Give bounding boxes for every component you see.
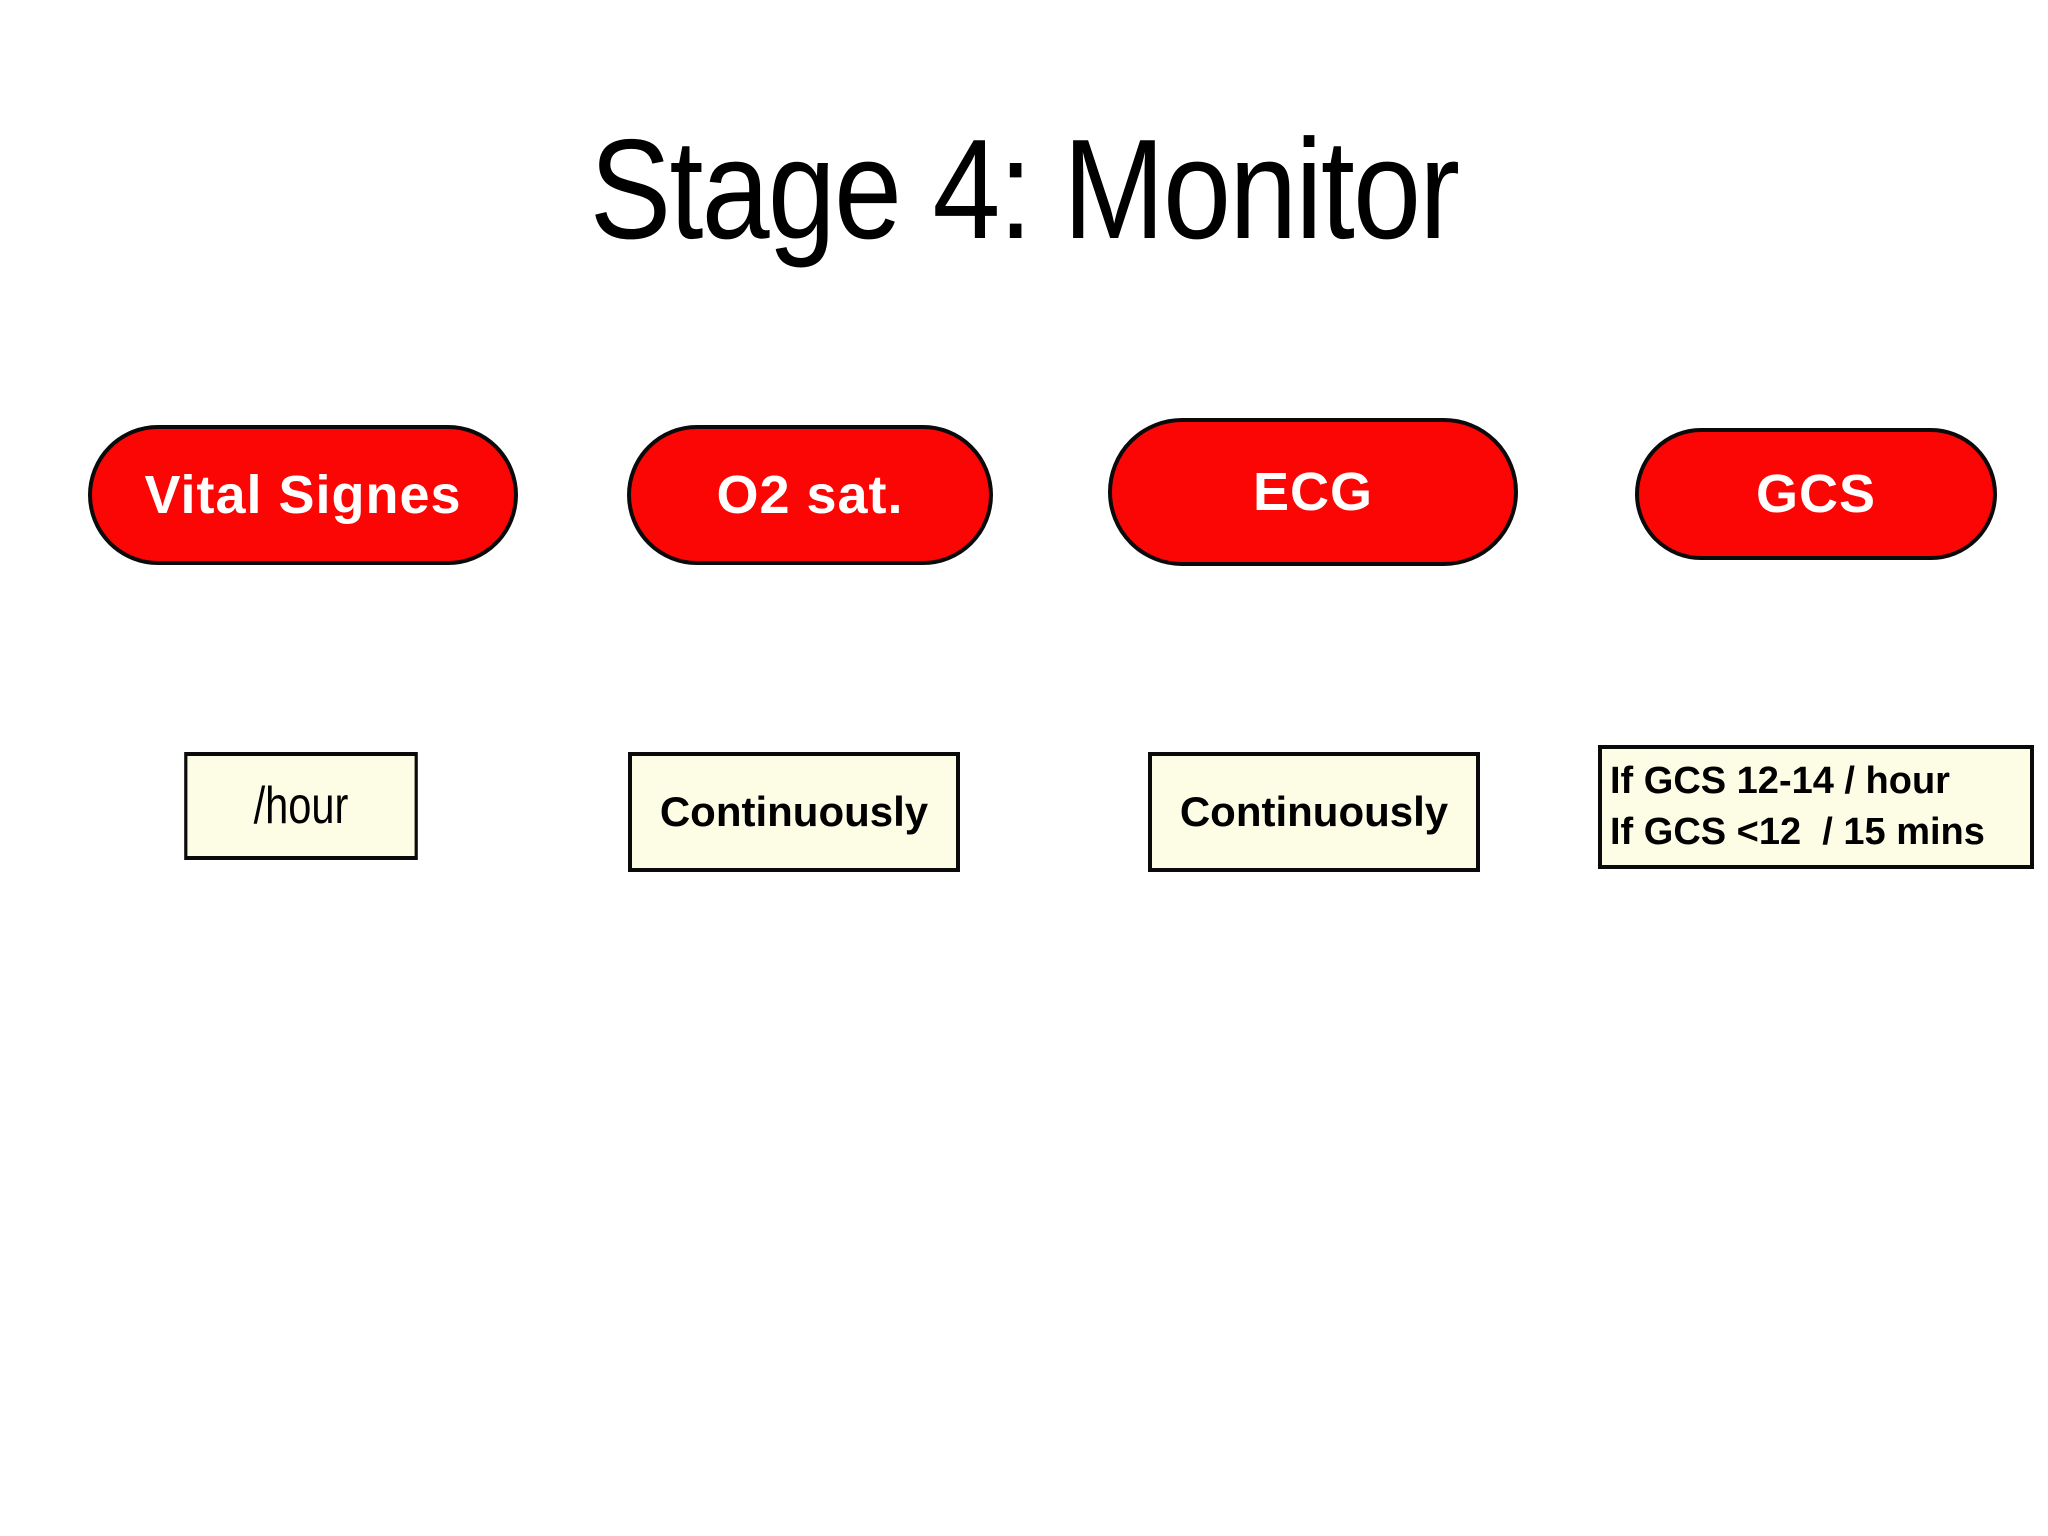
pill-gcs: GCS <box>1635 428 1997 560</box>
note-gcs-frequency-line-1: If GCS 12-14 / hour <box>1610 759 1950 802</box>
note-o2-sat-frequency: Continuously <box>628 752 960 872</box>
pill-gcs-label: GCS <box>1755 464 1877 524</box>
note-ecg-frequency-text: Continuously <box>1179 788 1449 835</box>
pill-ecg-label: ECG <box>1252 462 1374 522</box>
pill-o2-sat: O2 sat. <box>627 425 993 565</box>
pill-vital-signs: Vital Signes <box>88 425 518 565</box>
pill-vital-signs-label: Vital Signes <box>144 465 462 525</box>
note-ecg-frequency: Continuously <box>1148 752 1480 872</box>
note-vital-signs-frequency: /hour <box>184 752 418 860</box>
note-gcs-frequency-line-2: If GCS <12 / 15 mins <box>1610 811 1985 853</box>
slide-title: Stage 4: Monitor <box>589 110 1460 269</box>
note-gcs-frequency: If GCS 12-14 / hour If GCS <12 / 15 mins <box>1598 745 2034 869</box>
note-o2-sat-frequency-text: Continuously <box>659 788 929 835</box>
note-vital-signs-frequency-text: /hour <box>253 777 349 835</box>
pill-ecg: ECG <box>1108 418 1518 566</box>
pill-o2-sat-label: O2 sat. <box>716 465 904 525</box>
